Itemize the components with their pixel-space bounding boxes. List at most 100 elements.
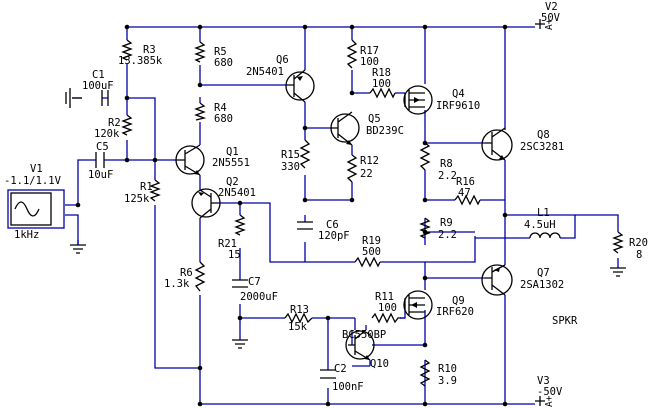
q6-ref-label: Q6 [276, 54, 289, 66]
r8-symbol [419, 142, 431, 171]
v2-pin-label: A+ [544, 18, 555, 30]
q2-ref-label: Q2 [226, 176, 239, 188]
q1-symbol [175, 144, 205, 176]
r1-ref-label: R1 [140, 181, 153, 193]
r5-value-label: 680 [214, 57, 233, 69]
ground-v1 [70, 244, 86, 254]
q10-part-label: BC550BP [342, 329, 386, 341]
c7-value-label: 2000uF [240, 291, 278, 303]
r3-ref-label: R3 [143, 44, 156, 56]
transistors [175, 69, 513, 367]
q4-symbol [403, 85, 433, 115]
r20-symbol [612, 231, 624, 254]
r5-ref-label: R5 [214, 46, 227, 58]
r16-wire [425, 199, 505, 233]
labels: V2 50V A+ V3 -50V A+ V1 -1.1/1.1V 1kHz R… [4, 1, 648, 407]
sine-wave-icon [14, 201, 40, 217]
r16-symbol [454, 194, 481, 206]
q4-part-label: IRF9610 [436, 100, 480, 112]
v2-plus-icon [535, 19, 545, 29]
r9-symbol [419, 217, 431, 239]
input-ground-wire [65, 214, 79, 245]
q10-collector-wire [351, 330, 425, 346]
c6-value-label: 120pF [318, 230, 350, 242]
r4-symbol [194, 102, 207, 121]
r13-ref-label: R13 [290, 304, 309, 316]
q1-ref-label: Q1 [226, 146, 239, 158]
resistors [121, 39, 624, 387]
capacitors [65, 88, 336, 379]
c1-ground-plates [65, 88, 82, 108]
r19-symbol [354, 256, 381, 268]
c1-value-label: 100uF [82, 80, 114, 92]
q9-symbol [403, 290, 433, 320]
l1-ref-label: L1 [537, 207, 550, 219]
q6-part-label: 2N5401 [246, 66, 284, 78]
q10-ref-label: Q10 [370, 358, 389, 370]
c7-ref-label: C7 [248, 276, 261, 288]
r4-ref-label: R4 [214, 102, 227, 114]
r13-symbol [284, 312, 313, 324]
r11-value-label: 100 [378, 302, 397, 314]
r2-symbol [121, 114, 133, 136]
v2-value-label: 50V [541, 12, 561, 24]
r20-ref-label: R20 [629, 237, 648, 249]
r12-ref-label: R12 [360, 155, 379, 167]
v3-value-label: -50V [537, 386, 563, 398]
r6-value-label: 1.3k [164, 278, 190, 290]
c5-ref-label: C5 [96, 141, 109, 153]
input-wire [65, 159, 178, 206]
feedback-wire [218, 202, 476, 263]
v2-ref-label: V2 [545, 1, 558, 13]
r17-ref-label: R17 [360, 45, 379, 57]
r8-value-label: 2.2 [438, 170, 457, 182]
c2-symbol [320, 369, 336, 379]
v1-ref-label: V1 [30, 163, 43, 175]
r11-ref-label: R11 [375, 291, 394, 303]
speaker-label: SPKR [552, 315, 578, 327]
q5-ref-label: Q5 [368, 113, 381, 125]
r10-ref-label: R10 [438, 363, 457, 375]
ground-r20 [610, 267, 626, 277]
c5-value-label: 10uF [88, 169, 113, 181]
r21-value-label: 15 [228, 249, 241, 261]
wires [65, 26, 619, 405]
r11-symbol [371, 312, 401, 324]
r18-value-label: 100 [372, 78, 391, 90]
r13-value-label: 15k [288, 321, 308, 333]
q7-part-label: 2SA1302 [520, 279, 564, 291]
r2-value-label: 120k [94, 128, 120, 140]
v3-pin-label: A+ [544, 395, 555, 407]
r17-symbol [346, 39, 358, 69]
r5-symbol [194, 41, 206, 63]
r19-ref-label: R19 [362, 235, 381, 247]
r15-value-label: 330 [281, 161, 300, 173]
r6-symbol [194, 261, 206, 292]
r12-value-label: 22 [360, 168, 373, 180]
q8-symbol [481, 127, 513, 161]
r12-symbol [346, 154, 358, 183]
v3-plus-icon [535, 396, 545, 406]
r2-ref-label: R2 [108, 117, 121, 129]
c6-ref-label: C6 [326, 219, 339, 231]
v1-source [7, 189, 65, 229]
r20-wire [575, 214, 619, 268]
supply-terminals [535, 19, 545, 406]
r19-value-label: 500 [362, 246, 381, 258]
r3-symbol [121, 39, 133, 61]
q7-ref-label: Q7 [537, 267, 550, 279]
q9-part-label: IRF620 [436, 306, 474, 318]
l1-value-label: 4.5uH [524, 219, 556, 231]
c2-value-label: 100nF [332, 381, 364, 393]
r15-ref-label: R15 [281, 149, 300, 161]
q2-symbol [191, 188, 221, 219]
c7-symbol [232, 279, 248, 288]
q7-symbol [481, 264, 513, 296]
c6-symbol [297, 221, 313, 230]
l1-symbol [529, 232, 561, 239]
r21-ref-label: R21 [218, 238, 237, 250]
q9-ref-label: Q9 [452, 295, 465, 307]
r9-ref-label: R9 [440, 217, 453, 229]
q1-part-label: 2N5551 [212, 157, 250, 169]
